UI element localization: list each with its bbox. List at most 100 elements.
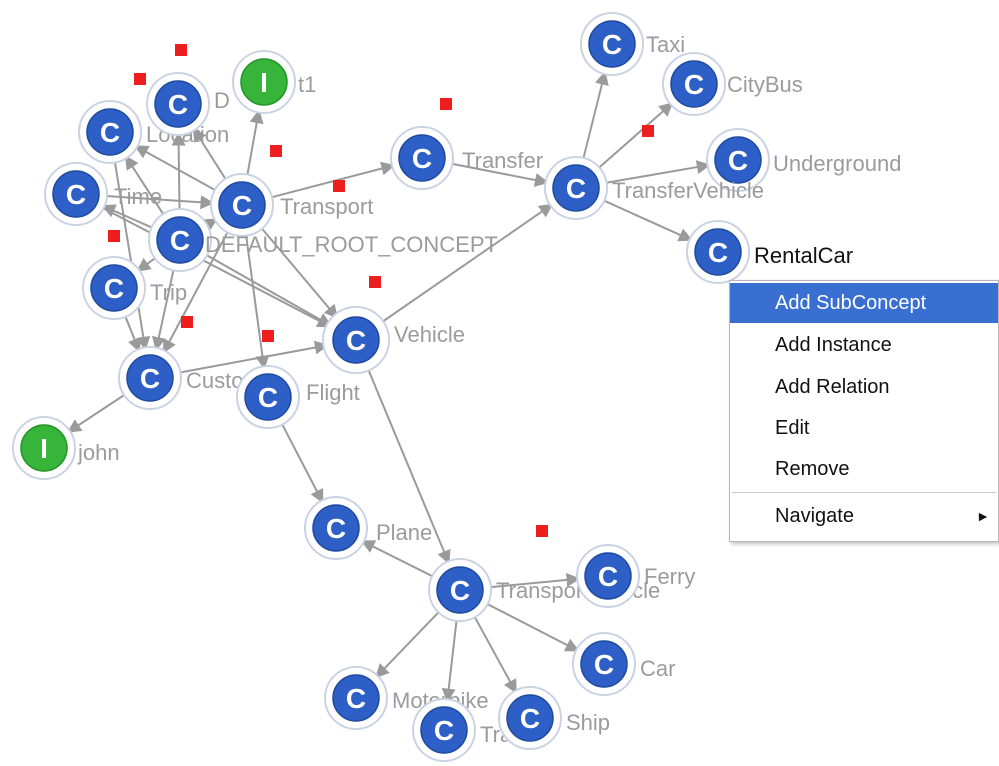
edge-transport-flight bbox=[244, 231, 270, 370]
relation-marker-icon[interactable] bbox=[333, 180, 345, 192]
concept-icon bbox=[52, 170, 100, 218]
node-label: Flight bbox=[306, 380, 360, 405]
node-trip[interactable]: C Trip bbox=[82, 256, 187, 320]
node-type-letter: C bbox=[168, 89, 188, 120]
edge-transport-duration bbox=[192, 127, 229, 183]
node-vehicle[interactable]: C Vehicle bbox=[322, 306, 465, 374]
node-label: Transport bbox=[280, 194, 373, 219]
relation-marker-icon[interactable] bbox=[536, 525, 548, 537]
edge-transportvehicle-plane bbox=[360, 540, 437, 579]
edge-transport-location bbox=[134, 145, 219, 193]
concept-icon bbox=[332, 316, 380, 364]
node-label: D bbox=[214, 88, 230, 113]
concept-icon bbox=[218, 181, 266, 229]
node-label: john bbox=[77, 440, 120, 465]
relation-marker-icon[interactable] bbox=[175, 44, 187, 56]
menu-item-remove[interactable]: Remove bbox=[775, 458, 850, 480]
menu-item-add-subconcept[interactable]: Add SubConcept bbox=[730, 283, 998, 323]
relation-marker-icon[interactable] bbox=[440, 98, 452, 110]
instance-icon bbox=[20, 424, 68, 472]
edge-transportvehicle-ship bbox=[472, 613, 517, 694]
node-type-letter: C bbox=[412, 143, 432, 174]
menu-item-navigate[interactable]: Navigate ► bbox=[730, 496, 998, 536]
concept-icon bbox=[86, 108, 134, 156]
edge-root-location bbox=[124, 155, 167, 218]
node-type-letter: C bbox=[346, 683, 366, 714]
node-type-letter: C bbox=[346, 325, 366, 356]
node-ship[interactable]: C Ship bbox=[498, 686, 610, 750]
node-location[interactable]: CLocation bbox=[78, 100, 229, 164]
relation-marker-icon[interactable] bbox=[369, 276, 381, 288]
concept-icon bbox=[584, 552, 632, 600]
node-transfer[interactable]: C Transfer bbox=[390, 126, 543, 190]
edge-vehicle-transfervehicle bbox=[377, 203, 554, 326]
menu-item-add-relation[interactable]: Add Relation bbox=[775, 376, 890, 398]
menu-separator bbox=[732, 492, 996, 493]
node-type-letter: I bbox=[40, 433, 48, 464]
edge-transport-transfer bbox=[267, 161, 396, 200]
concept-icon bbox=[156, 216, 204, 264]
node-type-letter: C bbox=[66, 179, 86, 210]
relation-marker-icon[interactable] bbox=[262, 330, 274, 342]
edge-transfervehicle-underground bbox=[602, 160, 711, 185]
node-label: TransferVehicle bbox=[612, 178, 764, 203]
concept-icon bbox=[694, 228, 742, 276]
node-transfervehicle[interactable]: C TransferVehicle bbox=[544, 156, 764, 220]
menu-item-edit[interactable]: Edit bbox=[775, 417, 810, 439]
node-train[interactable]: CTrain bbox=[412, 698, 529, 762]
node-type-letter: C bbox=[520, 703, 540, 734]
node-label: DEFAULT_ROOT_CONCEPT bbox=[205, 232, 498, 257]
node-type-letter: C bbox=[104, 273, 124, 304]
node-type-letter: C bbox=[232, 190, 252, 221]
node-label: t1 bbox=[298, 72, 316, 97]
edge-transfervehicle-taxi bbox=[581, 70, 609, 163]
edge-transportvehicle-car bbox=[483, 601, 580, 652]
node-type-letter: C bbox=[598, 561, 618, 592]
node-type-letter: C bbox=[434, 715, 454, 746]
concept-icon bbox=[670, 60, 718, 108]
node-type-letter: C bbox=[566, 173, 586, 204]
edge-location-customer bbox=[113, 158, 151, 351]
edge-transportvehicle-ferry bbox=[486, 572, 581, 589]
relation-marker-icon[interactable] bbox=[181, 316, 193, 328]
node-time[interactable]: C Time bbox=[44, 162, 162, 226]
menu-item-add-instance[interactable]: Add Instance bbox=[775, 334, 892, 356]
submenu-arrow-icon: ► bbox=[976, 508, 990, 524]
node-label: Trip bbox=[150, 280, 187, 305]
concept-icon bbox=[154, 80, 202, 128]
node-label: Ferry bbox=[644, 564, 695, 589]
node-label: Vehicle bbox=[394, 322, 465, 347]
node-label: Transfer bbox=[462, 148, 543, 173]
node-type-letter: C bbox=[602, 29, 622, 60]
node-label: CityBus bbox=[727, 72, 803, 97]
node-label: Time bbox=[114, 184, 162, 209]
relation-marker-icon[interactable] bbox=[270, 145, 282, 157]
relation-marker-icon[interactable] bbox=[108, 230, 120, 242]
relation-marker-icon[interactable] bbox=[642, 125, 654, 137]
node-type-letter: I bbox=[260, 67, 268, 98]
node-ferry[interactable]: C Ferry bbox=[576, 544, 695, 608]
edge-customer-john bbox=[67, 392, 129, 433]
edge-trip-customer bbox=[123, 312, 142, 353]
concept-icon bbox=[436, 566, 484, 614]
node-label: Underground bbox=[773, 151, 901, 176]
relation-marker-icon[interactable] bbox=[134, 73, 146, 85]
edge-customer-vehicle bbox=[176, 340, 329, 375]
node-transport[interactable]: C Transport bbox=[210, 173, 373, 237]
edge-root-time bbox=[101, 204, 156, 230]
node-label: Ship bbox=[566, 710, 610, 735]
edge-transport-vehicle bbox=[258, 224, 339, 319]
node-type-letter: C bbox=[594, 649, 614, 680]
